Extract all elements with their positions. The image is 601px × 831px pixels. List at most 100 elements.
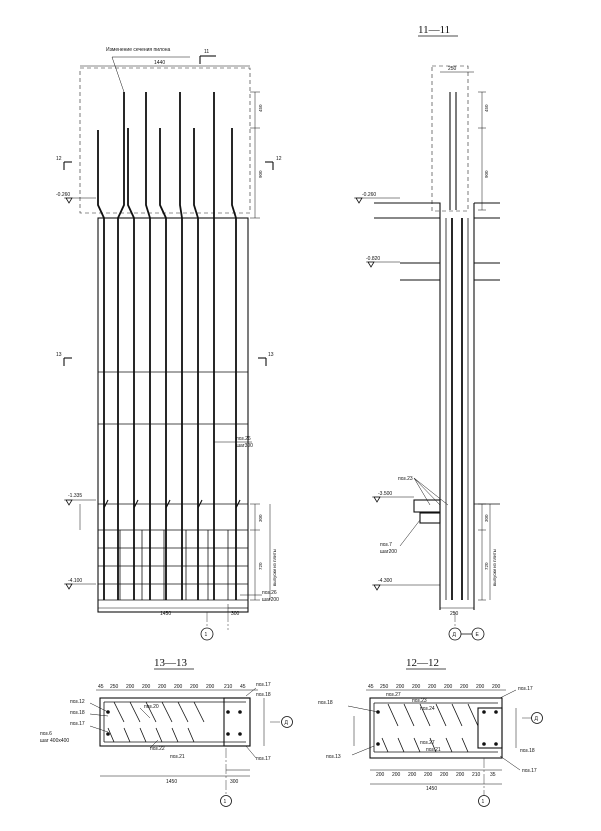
pylon-elevation (63, 55, 274, 630)
s13-dim: 210 (224, 684, 233, 690)
s12-dim: 200 (412, 684, 421, 690)
s13-pos: поз.20 (144, 704, 159, 710)
s12-dim: 250 (380, 684, 389, 690)
s13-dim: 200 (158, 684, 167, 690)
section-11-elevation (354, 65, 500, 628)
dim-label: 1440 (154, 60, 165, 66)
s12-pos: поз.24 (420, 706, 435, 712)
s13-left: поз.6 (40, 731, 52, 737)
dim-label: 1450 (160, 611, 171, 617)
s12-pos: поз.13 (326, 754, 341, 760)
s12-dim: 200 (476, 684, 485, 690)
s13-pos: поз.21 (170, 754, 185, 760)
s12-dim: 200 (396, 684, 405, 690)
level-label: -4.300 (378, 578, 392, 584)
dim-label: 300 (231, 611, 240, 617)
change-section-label: Изменение сечения пилона (106, 47, 171, 53)
dim-label: 720 (258, 562, 263, 570)
pos-label: поз.23 (398, 476, 413, 482)
s12-pos: поз.18 (520, 748, 535, 754)
s13-dim: 200 (206, 684, 215, 690)
dim-label: выпуски из плиты (272, 549, 277, 586)
cut-13-left: 13 (56, 352, 62, 358)
section-12-axes (478, 712, 543, 807)
s13-pos: поз.17 (256, 682, 271, 688)
s13-pos: поз.18 (70, 710, 85, 716)
level-label: -4.100 (68, 578, 82, 584)
level-label: -3.500 (378, 491, 392, 497)
pos-label: поз.26 (262, 590, 277, 596)
s13-dim: 45 (240, 684, 246, 690)
cut-13-right: 13 (268, 352, 274, 358)
axis-label: Д (285, 720, 289, 726)
level-label: -0.820 (366, 256, 380, 262)
s12-pos: поз.18 (318, 700, 333, 706)
s12-pos: поз.17 (518, 686, 533, 692)
s12-pos: поз.27 (420, 740, 435, 746)
s13-pos: поз.12 (70, 699, 85, 705)
s12-bot: 200 (456, 772, 465, 778)
s12-bot: 200 (376, 772, 385, 778)
s12-bot: 200 (440, 772, 449, 778)
dim-label: 250 (448, 66, 457, 72)
axis-1-bubble (200, 627, 214, 641)
s12-dim: 200 (492, 684, 501, 690)
pos-label: поз.7 (380, 542, 392, 548)
section-13-axes (220, 716, 293, 807)
cut-11-label: 11 (204, 49, 209, 55)
s12-pos: поз.21 (426, 747, 441, 753)
level-label: -0.260 (56, 192, 70, 198)
section-12-plan (347, 689, 532, 796)
s12-dim: 200 (428, 684, 437, 690)
s13-pos: поз.18 (256, 692, 271, 698)
axis-label: 1 (482, 799, 485, 805)
pos-label: шаг200 (380, 549, 397, 555)
s12-bot: 35 (490, 772, 496, 778)
axis-label: Д (535, 716, 539, 722)
s12-dim: 45 (368, 684, 374, 690)
s12-bot: 200 (408, 772, 417, 778)
pos-label: шаг200 (262, 597, 279, 603)
title-11-11: 11—11 (418, 24, 450, 36)
s13-pos: поз.22 (150, 746, 165, 752)
s13-dim-total: 1450 (166, 779, 177, 785)
dim-label: 450 (484, 104, 489, 112)
section-13-plan (89, 687, 282, 796)
s12-pos: поз.17 (522, 768, 537, 774)
s12-dim: 200 (444, 684, 453, 690)
s13-dim-300: 300 (230, 779, 239, 785)
s13-pos: поз.17 (70, 721, 85, 727)
dim-label: 900 (484, 170, 489, 178)
axis-label: 1 (224, 799, 227, 805)
s13-left-sh: шаг 400x400 (40, 738, 69, 744)
cut-12-right: 12 (276, 156, 282, 162)
dim-label: 300 (484, 514, 489, 522)
axis-d-e-bubbles (448, 627, 485, 641)
cut-12-left: 12 (56, 156, 62, 162)
s13-dim: 200 (126, 684, 135, 690)
s12-pos: поз.27 (386, 692, 401, 698)
s12-bot: 210 (472, 772, 481, 778)
s12-bot: 200 (424, 772, 433, 778)
pos-label: шаг300 (236, 443, 253, 449)
s13-dim: 200 (174, 684, 183, 690)
axis-label: Е (476, 632, 480, 638)
axis-label: Д (453, 632, 457, 638)
pos-label: поз.26 (236, 436, 251, 442)
dim-label: 250 (450, 611, 459, 617)
s12-bot: 200 (392, 772, 401, 778)
dim-label: 450 (258, 104, 263, 112)
s12-pos: поз.23 (412, 698, 427, 704)
dim-label: 900 (258, 170, 263, 178)
s13-dim: 250 (110, 684, 119, 690)
axis-label: 1 (205, 632, 208, 638)
s13-dim: 200 (142, 684, 151, 690)
s13-pos: поз.17 (256, 756, 271, 762)
s13-dim: 45 (98, 684, 104, 690)
dim-label: 300 (258, 514, 263, 522)
text-layer: Изменение сечения пилона 11—11 13—13 12—… (40, 24, 539, 805)
title-12-12: 12—12 (406, 657, 439, 669)
level-label: -0.260 (362, 192, 376, 198)
s12-dim: 200 (460, 684, 469, 690)
